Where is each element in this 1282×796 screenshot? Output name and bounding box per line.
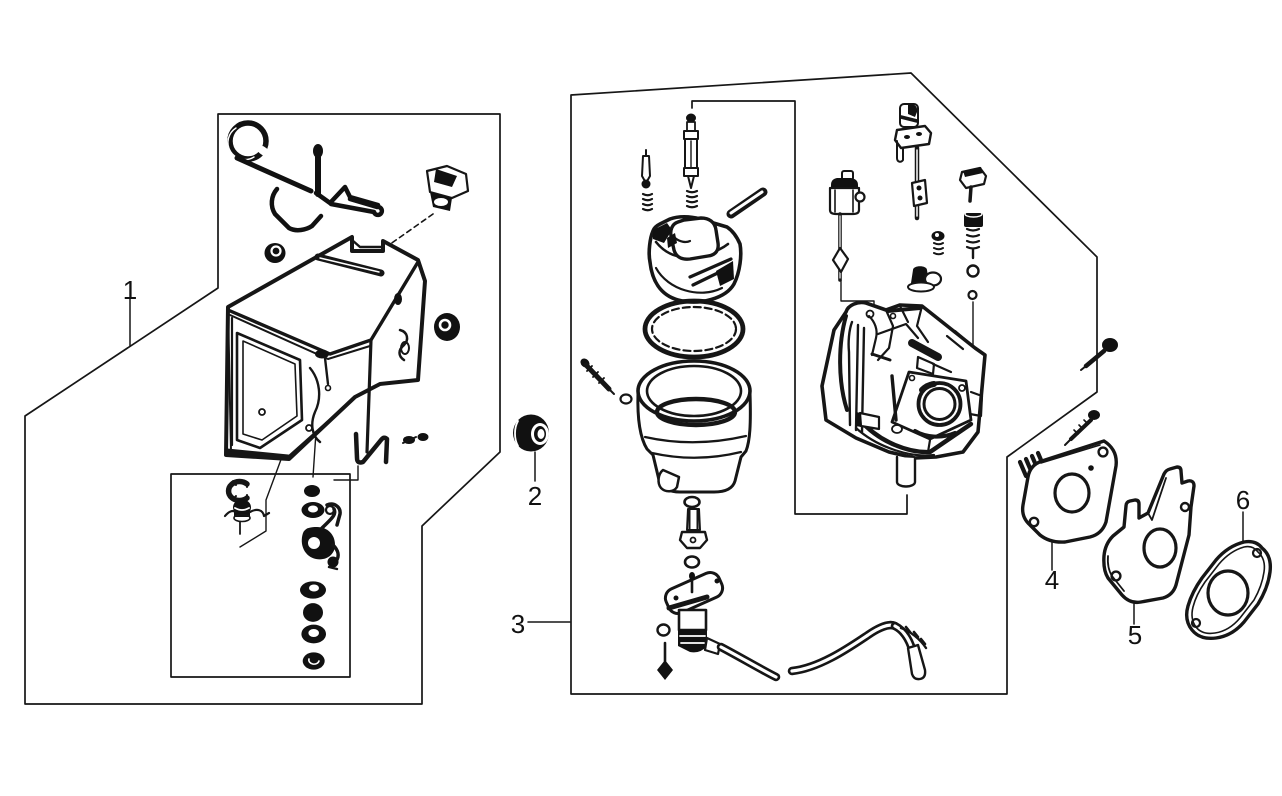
svg-text:5: 5 bbox=[1128, 620, 1142, 650]
svg-text:4: 4 bbox=[1045, 565, 1059, 595]
svg-text:3: 3 bbox=[511, 609, 525, 639]
svg-text:1: 1 bbox=[123, 275, 137, 305]
svg-text:2: 2 bbox=[528, 481, 542, 511]
svg-text:6: 6 bbox=[1236, 485, 1250, 515]
